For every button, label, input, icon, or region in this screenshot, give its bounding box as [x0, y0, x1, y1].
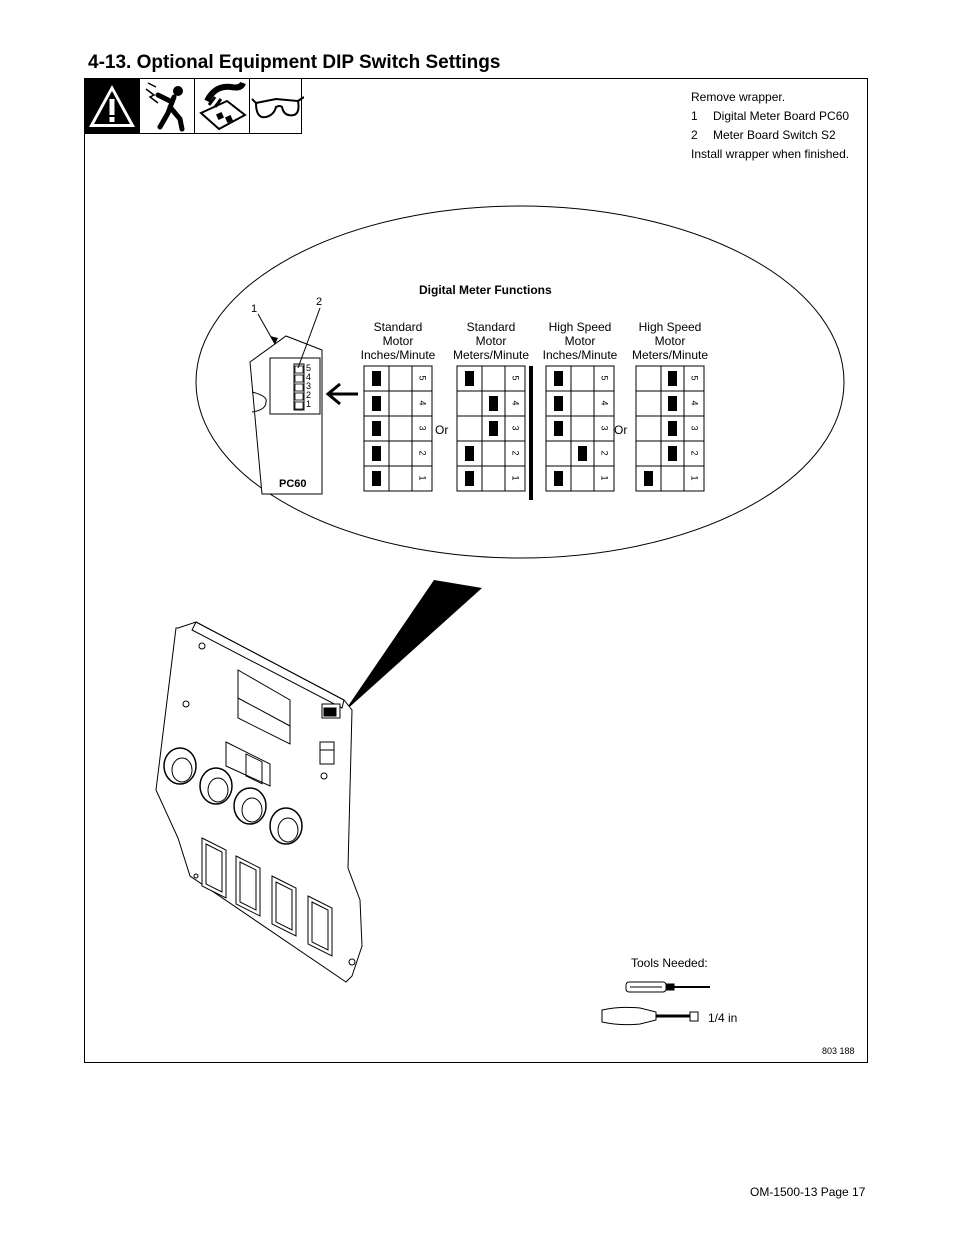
switch-number: 1 [690, 475, 700, 480]
tools-needed-label: Tools Needed: [631, 956, 708, 970]
switch-number: 3 [600, 425, 610, 430]
switch-toggle [668, 421, 677, 436]
instruction-line: Install wrapper when finished. [691, 147, 850, 161]
hand-board-static-icon [195, 79, 250, 133]
pc60-label: PC60 [279, 478, 307, 490]
board-switch-numbers: 5 4 3 2 1 [306, 363, 312, 409]
switch-toggle [372, 371, 381, 386]
nut-driver-icon [601, 1006, 699, 1026]
nut-driver-size: 1/4 in [708, 1011, 738, 1025]
switch-number: 2 [511, 450, 521, 455]
switch-number: 1 [418, 475, 428, 480]
pc60-board [249, 335, 323, 495]
switch-toggle [644, 471, 653, 486]
switch-toggle [489, 396, 498, 411]
or-label-1: Or [435, 423, 449, 437]
switch-toggle [465, 471, 474, 486]
callout-2: 2 [316, 296, 323, 308]
switch-toggle [668, 396, 677, 411]
switch-number: 5 [511, 375, 521, 380]
switch-toggle [554, 396, 563, 411]
knob-1 [163, 747, 197, 785]
switch-toggle [465, 446, 474, 461]
switch-number: 2 [690, 450, 700, 455]
switch-toggle [668, 371, 677, 386]
page-title: 4-13. Optional Equipment DIP Switch Sett… [88, 52, 501, 73]
rocker-4 [307, 895, 333, 957]
switch-number: 5 [690, 375, 700, 380]
switch-number: 5 [418, 375, 428, 380]
switch-number: 4 [600, 400, 610, 405]
figure-frame [84, 78, 868, 1063]
arrow-left-icon [325, 382, 358, 406]
or-label-2: Or [614, 423, 628, 437]
safety-glasses-icon [250, 79, 305, 133]
switch-number: 1 [511, 475, 521, 480]
knob-2 [199, 767, 233, 805]
config-divider [529, 366, 533, 500]
switch-number: 3 [511, 425, 521, 430]
switch-toggle [372, 421, 381, 436]
warning-triangle-icon [85, 79, 140, 133]
switch-toggle [554, 421, 563, 436]
switch-number: 4 [418, 400, 428, 405]
switch-number: 1 [600, 475, 610, 480]
safety-icon-strip [84, 78, 305, 134]
switch-number: 3 [418, 425, 428, 430]
rocker-2 [235, 855, 261, 917]
switch-number: 5 [600, 375, 610, 380]
switch-table-3: 5 4 3 2 1 [545, 365, 615, 492]
knob-4 [269, 807, 303, 845]
switch-table-4: 5 4 3 2 1 [635, 365, 705, 492]
instruction-line: Remove wrapper. [691, 90, 786, 104]
switch-table-1: 5 4 3 2 1 [363, 365, 433, 492]
switch-number: 4 [511, 400, 521, 405]
switch-toggle [372, 471, 381, 486]
screwdriver-icon [625, 981, 710, 993]
switch-toggle [372, 446, 381, 461]
switch-toggle [489, 421, 498, 436]
switch-number: 4 [690, 400, 700, 405]
switch-tables: 5 4 3 2 1 5 4 3 2 1 5 4 3 2 1 5 4 3 2 1 [363, 365, 705, 492]
electric-shock-icon [140, 79, 195, 133]
switch-number: 2 [418, 450, 428, 455]
switch-toggle [578, 446, 587, 461]
control-panel-drawing [155, 621, 363, 983]
switch-toggle [465, 371, 474, 386]
knob-3 [233, 787, 267, 825]
switch-number: 3 [690, 425, 700, 430]
switch-toggle [668, 446, 677, 461]
switch-number: 2 [600, 450, 610, 455]
switch-toggle [554, 471, 563, 486]
switch-table-2: 5 4 3 2 1 [456, 365, 526, 492]
switch-toggle [372, 396, 381, 411]
rocker-1 [201, 837, 227, 899]
callout-2-leader [297, 307, 321, 369]
digital-meter-functions-title: Digital Meter Functions [419, 283, 552, 297]
detail-pointer [344, 580, 482, 712]
rocker-3 [271, 875, 297, 937]
figure-number: 803 188 [822, 1046, 855, 1056]
page-footer: OM-1500-13 Page 17 [750, 1185, 866, 1199]
switch-toggle [554, 371, 563, 386]
callout-1: 1 [251, 303, 258, 315]
